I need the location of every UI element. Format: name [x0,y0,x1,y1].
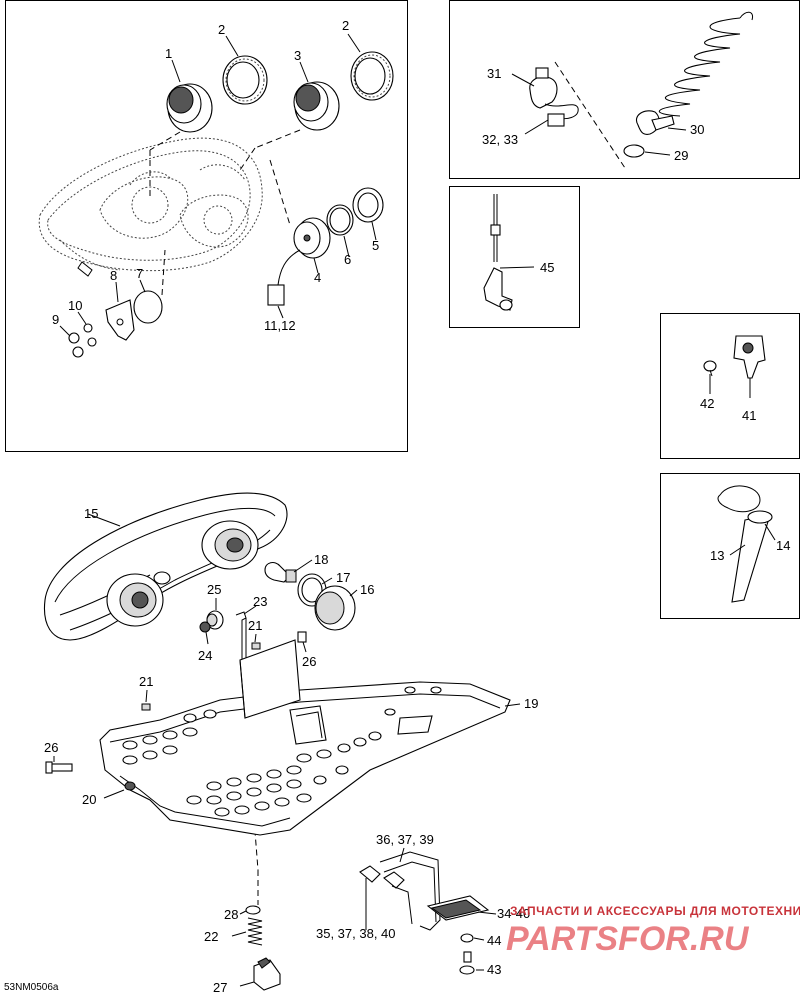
figure-id: 53NM0506a [4,982,59,993]
callout-15: 15 [84,506,98,521]
watermark: ЗАПЧАСТИ И АКСЕССУАРЫ ДЛЯ МОТОТЕХНИКИ PA… [506,904,800,958]
tether-cord-30 [636,11,754,135]
callout-25: 25 [207,582,221,597]
watermark-tagline: ЗАПЧАСТИ И АКСЕССУАРЫ ДЛЯ МОТОТЕХНИКИ [510,904,800,918]
oring-7 [133,249,166,324]
callout-34-40: 34-40 [497,906,530,921]
callout-4: 4 [314,270,321,285]
callout-36-37-39: 36, 37, 39 [376,832,434,847]
mounting-plate-19 [99,639,521,836]
callout-24: 24 [198,648,212,663]
grommet-20 [103,781,136,799]
bolt-26a [297,631,307,653]
tube-13 [717,485,773,603]
headlight-housing-outline [38,137,263,277]
callout-10: 10 [68,298,82,313]
bolt-21a [251,633,261,650]
regulator-34-40 [359,847,497,975]
callout-41: 41 [742,408,756,423]
spring-22 [231,917,263,946]
callout-28: 28 [224,907,238,922]
bulb-18 [264,559,313,583]
callout-20: 20 [82,792,96,807]
callout-19: 19 [524,696,538,711]
callout-45: 45 [540,260,554,275]
callout-6: 6 [344,252,351,267]
ring-6 [326,204,354,236]
leaders-top-left [59,33,377,337]
callout-1: 1 [165,46,172,61]
headlight-assembly-15 [43,492,288,641]
callout-21b: 21 [139,674,153,689]
callout-42: 42 [700,396,714,411]
gauge-3 [239,81,340,171]
cable-45 [483,194,535,311]
washer-28 [239,905,261,915]
callout-23: 23 [253,594,267,609]
callout-43: 43 [487,962,501,977]
callout-7: 7 [136,266,143,281]
callout-22: 22 [204,929,218,944]
callout-31: 31 [487,66,501,81]
callout-21a: 21 [248,618,262,633]
callout-29: 29 [674,148,688,163]
bolt-26b [45,756,73,774]
callout-3: 3 [294,48,301,63]
callout-35-37-38-40: 35, 37, 38, 40 [316,926,396,941]
callout-26a: 26 [302,654,316,669]
knob-27 [239,957,281,991]
cap-16 [314,585,358,631]
callout-11-12: 11,12 [264,318,296,333]
bracket-8 [105,299,135,341]
cap-29 [623,144,645,158]
tether-dash-line [554,61,626,169]
callout-labels: 1 2 3 2 5 6 4 8 7 10 9 11,12 31 32, 33 3… [4,18,790,995]
bolt-21b [141,689,151,711]
nuts-9-10 [68,323,97,358]
panel-clip [660,313,800,459]
callout-44: 44 [487,933,501,948]
seal-14 [764,523,776,541]
ring-5 [352,187,384,223]
callout-2b: 2 [342,18,349,33]
callout-26b: 26 [44,740,58,755]
callout-30: 30 [690,122,704,137]
screw-25-24 [199,598,224,645]
panel-tube [660,473,800,619]
plate-holes [122,686,442,817]
callout-13: 13 [710,548,724,563]
panel-cable [449,186,580,328]
watermark-logo: PARTSFOR.RU [506,920,750,958]
callout-17: 17 [336,570,350,585]
callout-9: 9 [52,312,59,327]
screw-42 [703,360,751,398]
gauge-1 [149,83,213,200]
callout-32-33: 32, 33 [482,132,518,147]
leaders-top-right [511,73,687,156]
callout-5: 5 [372,238,379,253]
bezel-ring-2a [222,55,268,105]
gauge-4 [267,159,331,306]
tether-switch-31 [529,67,579,127]
clip-41 [733,335,766,379]
bezel-ring-2b [350,51,394,101]
callout-2a: 2 [218,22,225,37]
callout-8: 8 [110,268,117,283]
callout-14: 14 [776,538,790,553]
callout-18: 18 [314,552,328,567]
callout-27: 27 [213,980,227,995]
callout-16: 16 [360,582,374,597]
